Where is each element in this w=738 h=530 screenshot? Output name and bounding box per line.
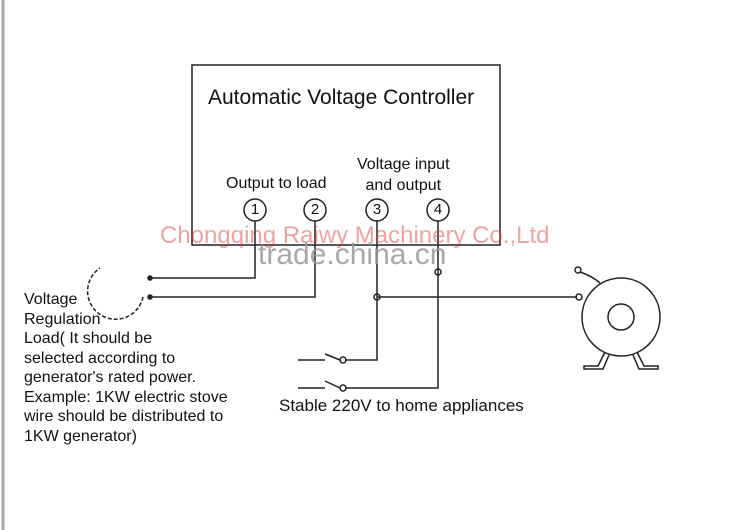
terminal-1: 1 bbox=[250, 201, 260, 218]
output-to-load-label: Output to load bbox=[226, 175, 327, 192]
load-line: Example: 1KW electric stove bbox=[24, 388, 228, 406]
load-line: selected according to bbox=[24, 349, 176, 367]
terminal-3: 3 bbox=[372, 201, 382, 218]
load-line: Regulation bbox=[24, 310, 101, 328]
load-line: Voltage bbox=[24, 291, 78, 308]
load-line: generator's rated power. bbox=[24, 369, 197, 386]
terminal-4: 4 bbox=[433, 201, 443, 218]
voltage-io-line: and output bbox=[365, 177, 442, 194]
load-line: wire should be distributed to bbox=[24, 408, 224, 425]
stable-output-label: Stable 220V to home appliances bbox=[279, 396, 524, 415]
controller-title: Automatic Voltage Controller bbox=[208, 86, 475, 109]
terminal-circles bbox=[243, 198, 450, 222]
controller-box bbox=[191, 64, 501, 246]
voltage-io-line: Voltage input bbox=[357, 156, 450, 173]
motor-generator-icon bbox=[579, 271, 661, 370]
voltage-io-label: Voltage input and output bbox=[357, 154, 450, 196]
load-line: Load( It should be bbox=[24, 330, 153, 347]
terminal-2: 2 bbox=[310, 201, 320, 218]
load-description: Voltage Regulation Load( It should be se… bbox=[24, 290, 228, 446]
wires bbox=[147, 221, 583, 392]
company-watermark: Chongqing Raiwy Machinery Co.,Ltd bbox=[160, 222, 550, 249]
load-line: 1KW generator) bbox=[24, 427, 137, 445]
load-coil bbox=[86, 267, 144, 320]
site-watermark: trade.china.cn bbox=[258, 238, 447, 271]
